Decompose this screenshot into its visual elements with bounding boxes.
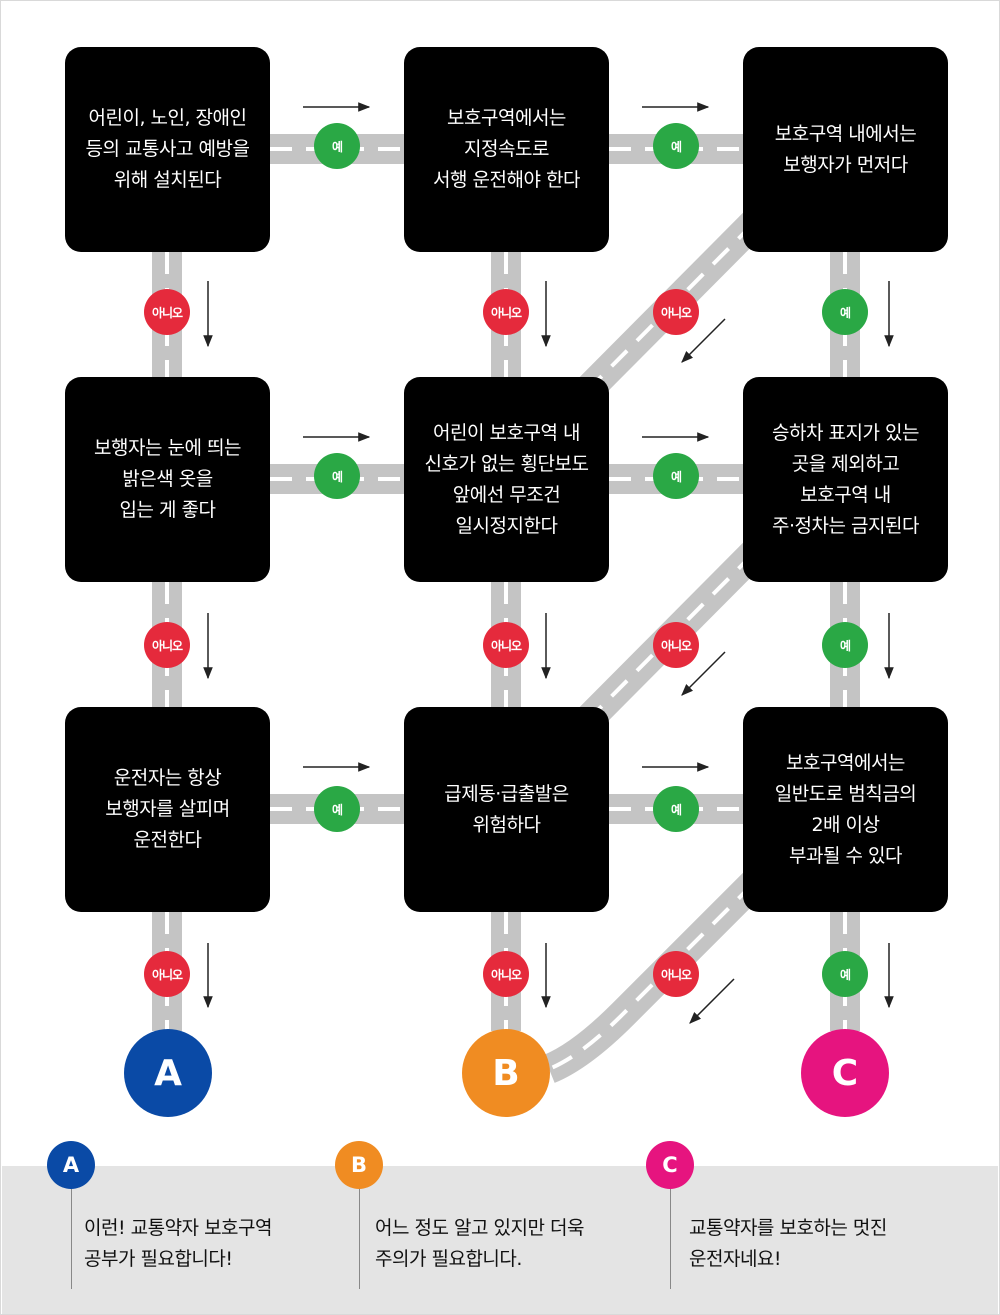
direction-arrow: [689, 978, 735, 1024]
endpoint-a: A: [124, 1029, 212, 1117]
roads: [152, 134, 860, 1083]
direction-arrow: [681, 318, 726, 363]
question-box-9: 보호구역에서는 일반도로 범칙금의 2배 이상 부과될 수 있다: [743, 707, 948, 912]
no-badge: 아니오: [144, 951, 190, 997]
result-b-badge: B: [335, 1141, 383, 1189]
result-c-line: [670, 1181, 671, 1289]
question-box-6: 승하차 표지가 있는 곳을 제외하고 보호구역 내 주·정차는 금지된다: [743, 377, 948, 582]
no-badge: 아니오: [483, 622, 529, 668]
no-badge: 아니오: [653, 951, 699, 997]
no-badge: 아니오: [144, 622, 190, 668]
direction-arrow: [681, 651, 726, 696]
question-box-4: 보행자는 눈에 띄는 밝은색 옷을 입는 게 좋다: [65, 377, 270, 582]
no-badge: 아니오: [483, 289, 529, 335]
question-box-3: 보호구역 내에서는 보행자가 먼저다: [743, 47, 948, 252]
yes-badge: 예: [314, 786, 360, 832]
yes-badge: 예: [653, 453, 699, 499]
no-badge: 아니오: [144, 289, 190, 335]
no-badge: 아니오: [653, 622, 699, 668]
yes-badge: 예: [822, 622, 868, 668]
question-box-1: 어린이, 노인, 장애인 등의 교통사고 예방을 위해 설치된다: [65, 47, 270, 252]
road-diagonal-centerline: [548, 881, 756, 1071]
result-a-line: [71, 1181, 72, 1289]
no-badge: 아니오: [483, 951, 529, 997]
yes-badge: 예: [314, 453, 360, 499]
question-box-2: 보호구역에서는 지정속도로 서행 운전해야 한다: [404, 47, 609, 252]
result-a-text: 이런! 교통약자 보호구역 공부가 필요합니다!: [84, 1217, 273, 1270]
result-b-text: 어느 정도 알고 있지만 더욱 주의가 필요합니다.: [375, 1217, 584, 1270]
question-box-7: 운전자는 항상 보행자를 살피며 운전한다: [65, 707, 270, 912]
yes-badge: 예: [653, 123, 699, 169]
no-badge: 아니오: [653, 289, 699, 335]
endpoint-b: B: [462, 1029, 550, 1117]
result-b-line: [359, 1181, 360, 1289]
yes-badge: 예: [822, 951, 868, 997]
question-box-8: 급제동·급출발은 위험하다: [404, 707, 609, 912]
direction-arrows: [203, 102, 894, 1024]
question-box-5: 어린이 보호구역 내 신호가 없는 횡단보도 앞에선 무조건 일시정지한다: [404, 377, 609, 582]
yes-badge: 예: [653, 786, 699, 832]
result-c-text: 교통약자를 보호하는 멋진 운전자네요!: [689, 1217, 887, 1270]
results-panel: [2, 1166, 998, 1314]
endpoint-c: C: [801, 1029, 889, 1117]
yes-badge: 예: [822, 289, 868, 335]
result-c-badge: C: [646, 1141, 694, 1189]
result-a-badge: A: [47, 1141, 95, 1189]
yes-badge: 예: [314, 123, 360, 169]
